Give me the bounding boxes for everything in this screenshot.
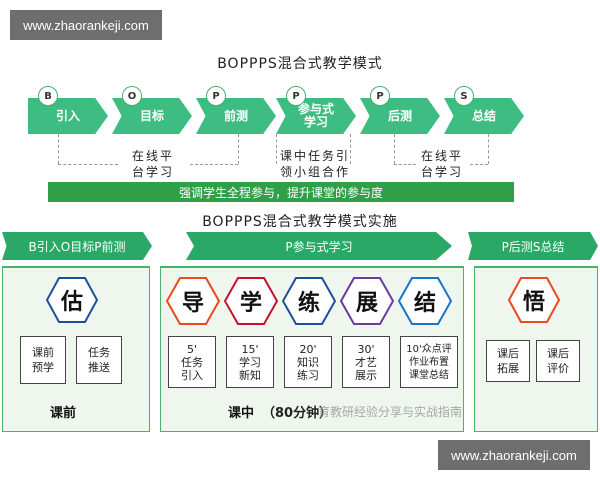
activity-box-2: 20' 知识 练习 — [284, 336, 332, 388]
step-letter-1: O — [122, 86, 142, 106]
phase-participatory: P参与式学习 — [186, 232, 452, 260]
hex-4: 结 — [398, 277, 452, 325]
phase-post: P后测S总结 — [468, 232, 598, 260]
box-post-extension: 课后 拓展 — [486, 340, 530, 382]
hex-enlighten: 悟 — [508, 277, 560, 323]
watermark-top: www.zhaorankeji.com — [10, 10, 162, 40]
bracket-line — [58, 164, 118, 165]
bracket-line — [350, 134, 351, 164]
bracket-line — [58, 134, 59, 164]
hex-label-3: 展 — [355, 291, 378, 316]
step-letter-0: B — [38, 86, 58, 106]
hex-label-0: 导 — [181, 291, 204, 316]
activity-box-0: 5' 任务 引入 — [168, 336, 216, 388]
step-chevron-0: 引入 — [28, 98, 108, 134]
activity-box-4: 10'众点评 作业布置 课堂总结 — [400, 336, 458, 388]
bracket-line — [190, 164, 238, 165]
activity-box-1: 15' 学习 新知 — [226, 336, 274, 388]
step-chevron-1: 目标 — [112, 98, 192, 134]
step-letter-5: S — [454, 86, 474, 106]
phase-pre: B引入O目标P前测 — [2, 232, 152, 260]
step-chevron-5: 总结 — [444, 98, 524, 134]
hex-estimate: 估 — [46, 277, 98, 323]
step-letter-2: P — [206, 86, 226, 106]
stage-pre-class: 课前 — [50, 406, 77, 421]
step-letter-4: P — [370, 86, 390, 106]
step-chevron-3: 参与式 学习 — [276, 98, 356, 134]
bracket-line — [276, 134, 277, 164]
diagram-title-bottom: BOPPPS混合式教学模式实施 — [202, 214, 398, 230]
stage-in-class: 课中 — [228, 406, 255, 421]
stage-duration: （80分钟） — [262, 406, 333, 421]
box-post-evaluation: 课后 评价 — [536, 340, 580, 382]
bracket-line — [394, 134, 395, 164]
overlay-caption: 育教研经验分享与实战指南 — [318, 405, 463, 419]
bracket-line — [470, 164, 488, 165]
hex-label-2: 练 — [297, 291, 320, 316]
bracket-line — [238, 134, 239, 164]
box-preview: 课前 预学 — [20, 336, 66, 384]
bracket-text-task: 课中任务引 领小组合作 — [279, 149, 350, 179]
hex-2: 练 — [282, 277, 336, 325]
step-chevron-2: 前测 — [196, 98, 276, 134]
step-chevron-4: 后测 — [360, 98, 440, 134]
hex-label-4: 结 — [413, 291, 436, 316]
hex-estimate-label: 估 — [60, 290, 83, 315]
bracket-line — [488, 134, 489, 164]
hex-3: 展 — [340, 277, 394, 325]
box-task-push: 任务 推送 — [76, 336, 122, 384]
watermark-bottom: www.zhaorankeji.com — [438, 440, 590, 470]
hex-1: 学 — [224, 277, 278, 325]
hex-enlighten-label: 悟 — [522, 290, 545, 315]
hex-0: 导 — [166, 277, 220, 325]
participation-band: 强调学生全程参与，提升课堂的参与度 — [48, 182, 514, 202]
hex-label-1: 学 — [239, 291, 262, 316]
bracket-line — [394, 164, 416, 165]
activity-box-3: 30' 才艺 展示 — [342, 336, 390, 388]
bracket-text-online-2: 在线平 台学习 — [420, 149, 463, 179]
step-letter-3: P — [286, 86, 306, 106]
bracket-text-online-1: 在线平 台学习 — [131, 149, 174, 179]
diagram-title-top: BOPPPS混合式教学模式 — [217, 56, 383, 72]
